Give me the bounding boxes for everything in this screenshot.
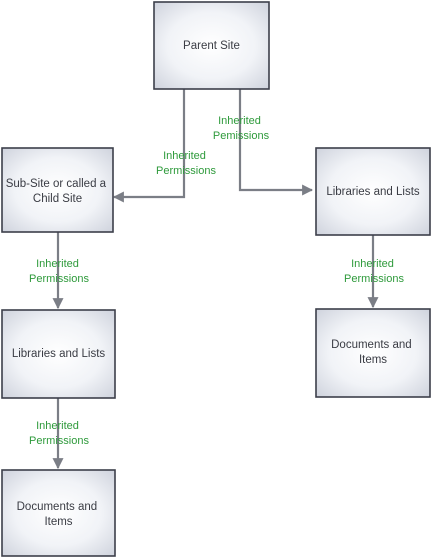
node-documents-left: Documents and Items — [1, 469, 116, 557]
node-libraries-right: Libraries and Lists — [315, 147, 431, 236]
node-libraries-left: Libraries and Lists — [1, 309, 116, 399]
node-sub-site: Sub-Site or called a Child Site — [1, 147, 114, 233]
edge-parent-to-libraries-right — [238, 89, 314, 196]
edge-label-parent-to-sub: Inherited Permissions — [156, 150, 216, 177]
node-libraries-left-label: Libraries and Lists — [12, 348, 106, 360]
node-parent-site: Parent Site — [153, 1, 270, 90]
edge-parent-to-sub-site — [112, 89, 186, 203]
node-documents-left-label: Documents and Items — [17, 501, 101, 528]
node-parent-site-label: Parent Site — [183, 40, 240, 52]
edge-label-parent-to-libraries: Inherited Pemissions — [213, 115, 270, 142]
edge-label-sub-to-libraries: Inherited Permissions — [29, 258, 89, 285]
edge-label-libraries-to-documents-right: Inherited Permissions — [344, 258, 404, 285]
node-sub-site-label: Sub-Site or called a Child Site — [6, 178, 110, 205]
node-documents-right: Documents and Items — [315, 308, 431, 398]
node-libraries-right-label: Libraries and Lists — [326, 186, 420, 198]
edge-label-libraries-to-documents-left: Inherited Permissions — [29, 420, 89, 447]
node-documents-right-label: Documents and Items — [331, 339, 415, 366]
connectors — [52, 89, 379, 470]
edge-labels: Inherited Permissions Inherited Pemissio… — [29, 115, 404, 447]
